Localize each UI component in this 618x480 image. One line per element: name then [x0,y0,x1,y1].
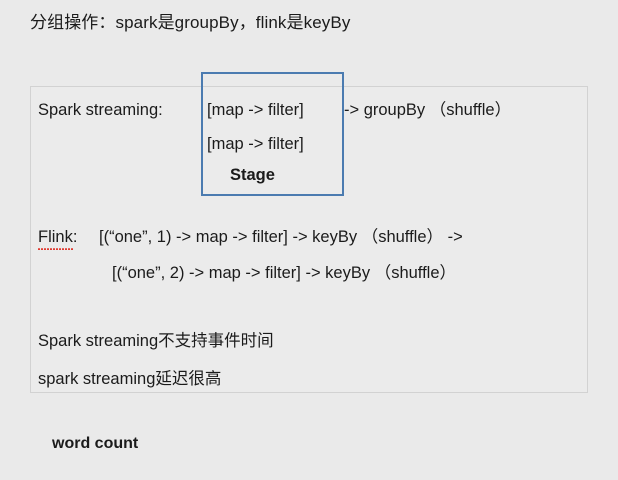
word-count-label: word count [52,435,139,452]
flink-label: Flink: [38,226,78,250]
stage-highlight-box [201,72,344,196]
spark-stage-line-2: [map -> filter] [207,135,304,153]
note-line-2: spark streaming延迟很高 [38,370,222,388]
flink-pipeline-line-2: [(“one”, 2) -> map -> filter] -> keyBy （… [112,264,457,282]
spark-groupby-tail: -> groupBy （shuffle） [344,101,512,119]
page-title: 分组操作：spark是groupBy，flink是keyBy [30,13,351,32]
flink-label-text: Flink: [38,228,78,250]
note-line-1: Spark streaming不支持事件时间 [38,332,274,350]
spark-streaming-label: Spark streaming: [38,101,163,119]
flink-pipeline-line-1: [(“one”, 1) -> map -> filter] -> keyBy （… [99,228,463,246]
spark-stage-line-1: [map -> filter] [207,101,304,119]
stage-box-label: Stage [230,166,275,184]
content-panel [30,86,588,393]
